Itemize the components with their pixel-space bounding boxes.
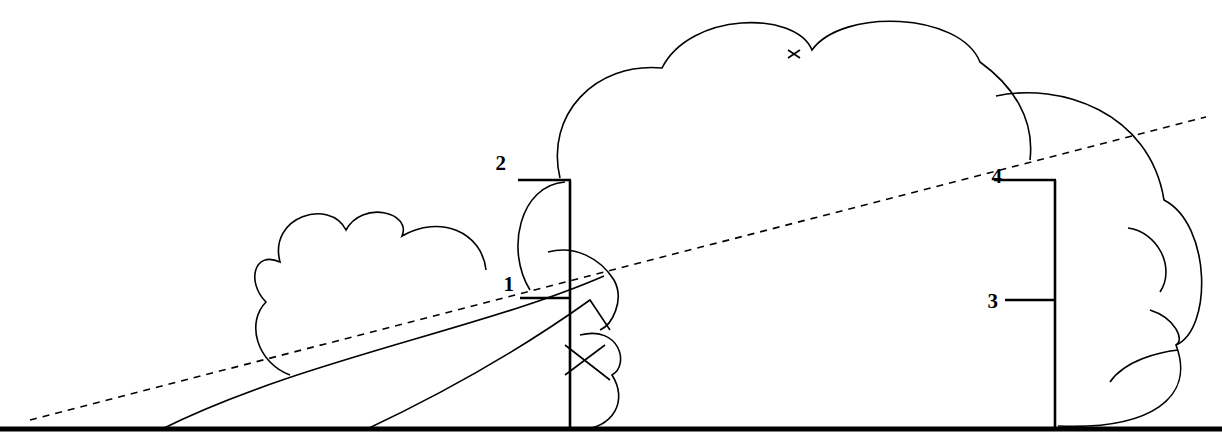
canopy-lobe — [565, 345, 610, 380]
tick-mark — [1005, 299, 1056, 302]
tick-mark — [994, 179, 1056, 182]
callout-number: 2 — [496, 153, 507, 174]
right-pole — [1054, 180, 1057, 430]
callout-number: 3 — [988, 291, 999, 312]
sight-line — [30, 117, 1206, 420]
canopy-outline — [255, 212, 486, 375]
canopy-lobe — [1150, 310, 1179, 345]
canopy-lobe — [1128, 228, 1166, 292]
callout-number: 4 — [992, 166, 1003, 187]
canopy-outline — [557, 21, 1030, 178]
ground-line — [0, 427, 1222, 432]
canopy-seam — [788, 50, 800, 58]
tick-mark — [520, 297, 571, 300]
tick-mark — [518, 179, 571, 182]
canopy-lobe — [1110, 350, 1178, 382]
left-pole — [569, 180, 572, 430]
canopy-lobe — [578, 333, 621, 430]
stem-curve — [365, 300, 610, 430]
canopy-outline — [996, 93, 1202, 427]
canopy-lobe — [548, 250, 618, 330]
stem-curve — [160, 276, 604, 430]
canopy-lobe — [518, 182, 565, 290]
callout-number: 1 — [504, 274, 515, 295]
